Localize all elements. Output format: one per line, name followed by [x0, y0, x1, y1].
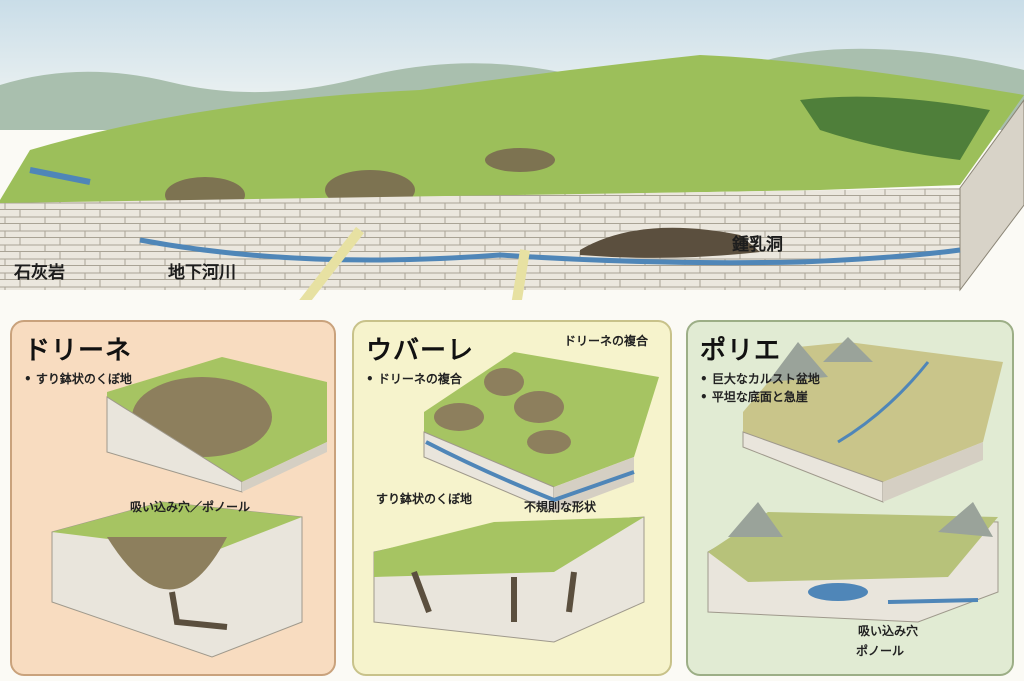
panel-title: ポリエ [700, 336, 782, 366]
inflow-arrow [29, 167, 91, 185]
limestone-label: 石灰岩 [14, 263, 65, 283]
uvala-illustrations [373, 352, 659, 643]
panel-title: ドリーネ [24, 336, 133, 366]
panel-uvala: ウバーレ • ドリーネの複合 ドリーネの複合 すり鉢状のくぼ地 不規則な形状 [352, 320, 672, 676]
limestone-side [959, 99, 1024, 292]
ponor [169, 591, 228, 630]
panel-polje: ポリエ • 巨大なカルスト盆地 • 平坦な底面と急崖 吸い込み穴 ポノール [686, 320, 1014, 676]
panel-title: ウバーレ [366, 336, 475, 366]
callout-ponor: 吸い込み穴／ポノール [130, 500, 251, 514]
cave-label: 鍾乳洞 [732, 235, 783, 255]
callout-ponor: ポノール [856, 644, 905, 658]
callout-irregular-shape: 不規則な形状 [524, 500, 597, 514]
doline-illustrations [51, 357, 327, 658]
callout-doline-complex: ドリーネの複合 [564, 334, 649, 348]
polje-illustrations [707, 337, 1003, 623]
panel-doline: ドリーネ • すり鉢状のくぼ地 吸い込み穴／ポノール [10, 320, 336, 676]
karst-overview-illustration: 石灰岩 地下河川 鍾乳洞 [0, 0, 1024, 300]
bullet: • すり鉢状のくぼ地 [24, 372, 132, 386]
karst-landscape-svg [0, 0, 1024, 300]
underground-river-label: 地下河川 [168, 263, 236, 283]
cave [580, 227, 760, 258]
pointer-arrow-uvala [511, 249, 530, 300]
bullet: • 平坦な底面と急崖 [700, 390, 808, 404]
bullet: • ドリーネの複合 [366, 372, 462, 386]
bullet: • 巨大なカルスト盆地 [700, 372, 820, 386]
callout-sinkhole: 吸い込み穴 [858, 624, 919, 638]
doline [485, 148, 555, 172]
plateau-grass [0, 55, 1024, 205]
underground-river [139, 237, 961, 266]
forest [800, 96, 990, 160]
pointer-arrow-doline [299, 226, 364, 300]
polje-lake [808, 583, 868, 601]
callout-bowl-depression: すり鉢状のくぼ地 [376, 492, 473, 506]
